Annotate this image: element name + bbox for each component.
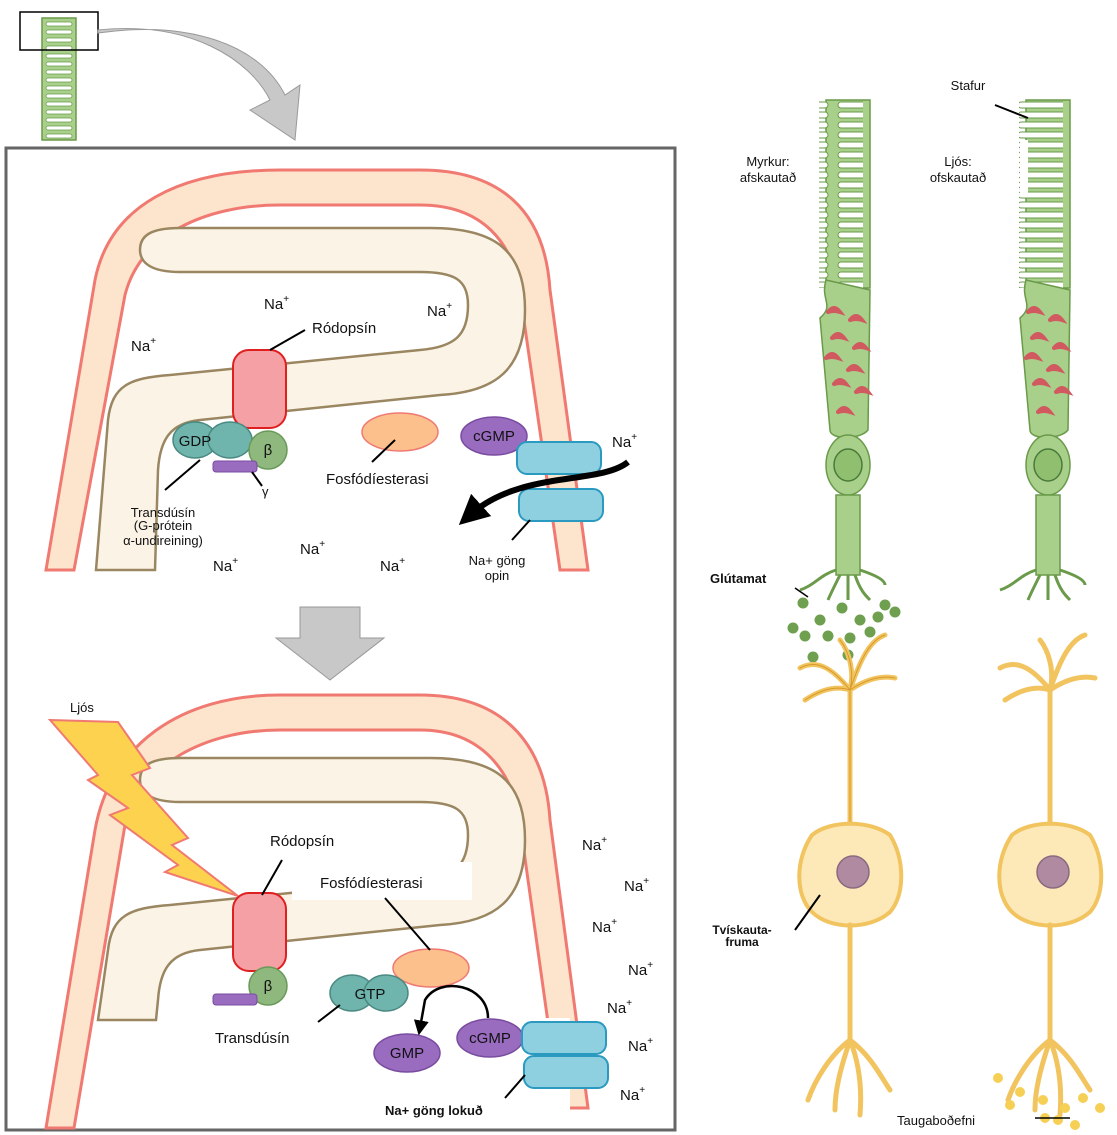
- transducin-beta-bottom: [248, 966, 288, 1006]
- channel-open-label: Na+ göng: [469, 553, 526, 568]
- phosphodiesterase-bottom: [392, 948, 470, 988]
- sodium-influx-arrow: [458, 459, 630, 526]
- transducin-gamma-bottom: [212, 993, 258, 1006]
- transducin-label: Transdúsín: [131, 505, 196, 520]
- na-label-bottom: Na+: [592, 917, 617, 936]
- transducin-beta: [248, 430, 288, 470]
- light-label: Ljós: [70, 700, 94, 715]
- gamma-label: γ: [262, 484, 269, 499]
- rod-cell-dark: [799, 99, 887, 602]
- rhodopsin-bottom: [232, 892, 287, 972]
- rhodopsin: [232, 349, 287, 429]
- bipolar-nucleus-light: [1036, 855, 1070, 889]
- sodium-channel-open-lower: [518, 488, 604, 522]
- transducin-label-3: α-undireining): [123, 533, 203, 548]
- bipolar-label: Tvískauta-: [712, 923, 771, 937]
- neurotransmitter-vesicles: [993, 1073, 1105, 1130]
- light-bolt: [47, 718, 239, 897]
- plasma-membrane-bottom: [44, 693, 590, 1130]
- rod-nucleus-light: [1033, 448, 1063, 482]
- transducin-gamma: [212, 460, 258, 473]
- rod-outer-segment-thumbnail: [41, 17, 77, 141]
- beta-label: β: [264, 442, 273, 459]
- light-state-label: Ljós:: [944, 154, 971, 169]
- light-state-diagram: [44, 693, 609, 1130]
- sodium-channel-closed-lower: [523, 1055, 609, 1089]
- na-label-bottom: Na+: [628, 1036, 653, 1055]
- na-label-bottom: Na+: [607, 998, 632, 1017]
- na-label: Na+: [213, 556, 238, 575]
- bipolar-nucleus-dark: [836, 855, 870, 889]
- bipolar-cell-dark: [797, 632, 904, 1118]
- gtp-label: GTP: [355, 986, 386, 1003]
- na-label-bottom: Na+: [582, 835, 607, 854]
- channel-open-label-2: opin: [485, 568, 510, 583]
- na-label-bottom: Na+: [624, 876, 649, 895]
- rhodopsin-label: Ródopsín: [312, 320, 376, 337]
- na-label: Na+: [131, 336, 156, 355]
- gdp-label: GDP: [179, 433, 212, 450]
- channel-closed-label: Na+ göng lokuð: [385, 1103, 483, 1118]
- gmp-label: GMP: [390, 1045, 424, 1062]
- dark-label: Myrkur:: [746, 154, 789, 169]
- phosphodiesterase: [361, 412, 439, 452]
- sodium-channel-open-upper: [516, 441, 602, 475]
- na-label: Na+: [264, 294, 289, 313]
- plasma-membrane: [44, 168, 590, 572]
- dark-state-diagram: [44, 168, 630, 572]
- cgmp-label-bottom: cGMP: [469, 1030, 511, 1047]
- light-state-label-2: ofskautað: [930, 170, 986, 185]
- na-label-bottom: Na+: [628, 960, 653, 979]
- na-label-bottom: Na+: [620, 1085, 645, 1104]
- transducin-label-2: (G-prótein: [134, 518, 193, 533]
- rhodopsin-label-bottom: Ródopsín: [270, 833, 334, 850]
- cgmp-label: cGMP: [473, 428, 515, 445]
- cgmp-hydrolysis-arrow: [413, 984, 490, 1036]
- na-label: Na+: [612, 432, 637, 451]
- glutamate-vesicles: [787, 597, 901, 663]
- rod-cell-light: [999, 99, 1087, 602]
- mitochondria: [824, 306, 874, 416]
- transition-arrow: [274, 606, 386, 681]
- na-label: Na+: [300, 539, 325, 558]
- mitochondria: [1024, 306, 1074, 416]
- na-label: Na+: [427, 301, 452, 320]
- sodium-channel-closed-upper: [521, 1021, 607, 1055]
- cgmp-top: [460, 416, 528, 456]
- phosphodiesterase-label: Fosfódíesterasi: [326, 471, 429, 488]
- rod-nucleus-dark: [833, 448, 863, 482]
- na-label: Na+: [380, 556, 405, 575]
- rod-label: Stafur: [951, 78, 986, 93]
- zoom-arrow: [97, 28, 301, 141]
- phosphodiesterase-label-bottom: Fosfódíesterasi: [320, 875, 423, 892]
- glutamate-label: Glútamat: [710, 571, 767, 586]
- transducin-label-bottom: Transdúsín: [215, 1030, 289, 1047]
- beta-label-bottom: β: [264, 978, 273, 995]
- dark-label-2: afskautað: [740, 170, 796, 185]
- gmp: [373, 1033, 441, 1073]
- bipolar-label-2: fruma: [725, 935, 759, 949]
- bipolar-cell-light: [997, 632, 1104, 1118]
- disc-membrane: [94, 226, 527, 572]
- neurotransmitter-label: Taugaboðefni: [897, 1113, 975, 1128]
